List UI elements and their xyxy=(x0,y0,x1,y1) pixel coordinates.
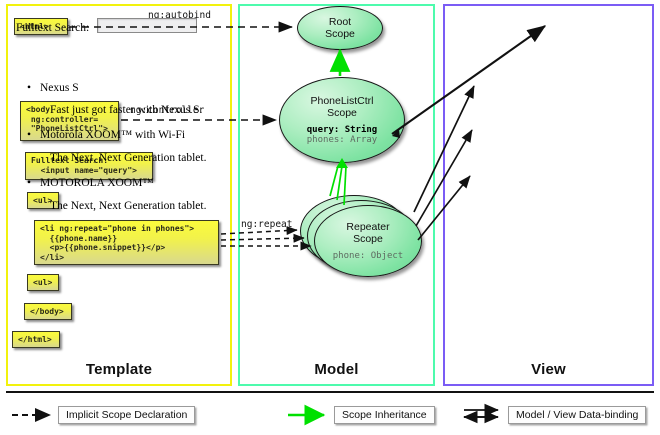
view-item-name-1: Motorola XOOM™ with Wi-Fi xyxy=(40,129,186,141)
bullet-icon: • xyxy=(27,82,32,94)
legend-label-scope-inheritance: Scope Inheritance xyxy=(334,406,435,424)
view-item-snippet-2: The Next, Next Generation tablet. xyxy=(50,200,207,212)
html-open-box: <html> xyxy=(14,18,68,35)
panel-title-view: View xyxy=(531,361,566,378)
ng-controller-label: ng:controller xyxy=(130,105,205,116)
legend-dashed-arrow-icon xyxy=(12,408,51,422)
list-item: • Motorola XOOM™ with Wi-Fi xyxy=(27,129,186,141)
phonelistctrl-scope-line2: Scope xyxy=(327,106,357,119)
bullet-icon: • xyxy=(27,177,32,189)
body-close-box: </body> xyxy=(24,303,72,320)
ul-close-box: <ul> xyxy=(27,274,59,291)
li-repeat-box: <li ng:repeat="phone in phones"> {{phone… xyxy=(34,220,219,265)
view-search-label: Fulltext Search: xyxy=(16,22,90,34)
search-input[interactable] xyxy=(97,18,198,33)
body-controller-box: <body ng:controller= "PhoneListCtrl"> xyxy=(20,101,119,141)
legend-implicit-scope-declaration: Implicit Scope Declaration xyxy=(10,406,196,424)
repeater-scope: Repeater Scope phone: Object xyxy=(314,205,422,277)
fulltext-search-box: Fulltext Search: <input name="query"> xyxy=(25,152,153,180)
repeater-scope-line1: Repeater xyxy=(346,220,390,233)
view-item-snippet-0: Fast just got faster with Nexus S. xyxy=(50,104,203,116)
legend-divider xyxy=(6,391,654,393)
phonelistctrl-prop-phones: phones: Array xyxy=(306,135,378,145)
legend-green-arrow-icon xyxy=(288,404,326,426)
phonelistctrl-scope: PhoneListCtrl Scope query: String phones… xyxy=(279,77,405,163)
ng-autobind-label: ng:autobind xyxy=(148,10,211,21)
view-item-name-0: Nexus S xyxy=(40,82,79,94)
phonelistctrl-scope-line1: PhoneListCtrl xyxy=(310,94,374,107)
view-search-row: Fulltext Search: xyxy=(16,18,198,34)
legend-scope-inheritance: Scope Inheritance xyxy=(286,404,435,426)
legend-model-view-data-binding: Model / View Data-binding xyxy=(462,403,647,424)
ng-repeat-label: ng:repeat xyxy=(241,219,293,230)
view-item-name-2: MOTOROLA XOOM™ xyxy=(40,177,154,189)
list-item: • Nexus S xyxy=(27,82,79,94)
legend-label-model-view-data-binding: Model / View Data-binding xyxy=(508,406,647,424)
repeater-prop-phone: phone: Object xyxy=(332,250,404,261)
list-item: • MOTOROLA XOOM™ xyxy=(27,177,154,189)
html-close-box: </html> xyxy=(12,331,60,348)
root-scope-line1: Root xyxy=(328,16,352,28)
panel-title-template: Template xyxy=(85,361,153,378)
root-scope-line2: Scope xyxy=(325,28,355,40)
ul-open-box: <ul> xyxy=(27,192,59,209)
view-content: Fulltext Search: • Nexus S Fast just got… xyxy=(4,4,656,407)
view-item-snippet-1: The Next, Next Generation tablet. xyxy=(50,152,207,164)
repeater-scope-line2: Scope xyxy=(353,232,383,245)
phonelistctrl-prop-query: query: String xyxy=(306,124,378,135)
panel-title-model: Model xyxy=(314,361,359,378)
legend-double-arrow-icon xyxy=(463,403,499,424)
legend-label-implicit-scope-declaration: Implicit Scope Declaration xyxy=(58,406,196,424)
bullet-icon: • xyxy=(27,129,32,141)
